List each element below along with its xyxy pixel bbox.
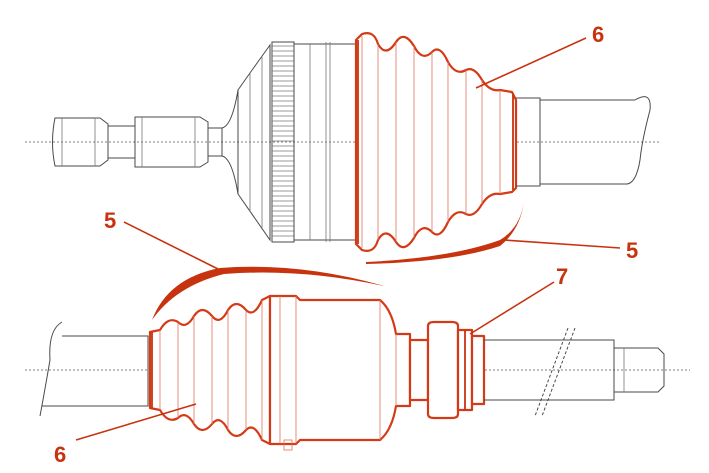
bottom-left-collar [138,335,149,407]
top-stub-end [52,117,109,167]
bottom-boot [148,294,272,446]
bottom-boot-ribs [159,300,263,440]
leader-bottom-band-left [123,221,221,271]
callout-top-band-right: 5 [626,238,638,263]
bottom-clamp-collar [470,334,486,406]
bottom-housing-tab [283,439,293,451]
top-abs-teeth [272,45,294,237]
bottom-left-shaft [42,335,138,407]
callout-top-boot: 6 [592,22,604,47]
top-housing-cone [237,43,271,242]
top-neck [208,127,223,157]
leader-top-band-right [503,239,621,249]
bottom-clamp-ring [426,320,460,420]
bottom-neck [408,338,430,402]
callout-bottom-boot: 6 [54,442,66,467]
top-shaft-collar [516,97,541,187]
top-boot [354,32,518,252]
leader-top-boot [475,37,587,89]
top-boot-ribs [361,36,501,248]
bottom-shaft-assembly [25,294,690,451]
bottom-right-shaft [484,339,615,401]
bottom-housing [268,294,412,446]
top-band-right [366,202,621,264]
callout-bottom-band-left: 5 [104,208,116,233]
bottom-right-stub [614,347,665,393]
bottom-shaft-cut-marks [534,327,576,417]
bottom-shaft-break [39,321,63,417]
leader-bottom-clamp [469,281,555,335]
callout-bottom-clamp: 7 [556,264,568,289]
top-shaft-assembly [25,32,660,252]
bottom-band-left [123,221,384,320]
top-spline-shaft [134,116,209,168]
leader-bottom-boot [75,403,197,441]
top-shaft-break [624,96,651,185]
top-shaft [540,99,635,185]
